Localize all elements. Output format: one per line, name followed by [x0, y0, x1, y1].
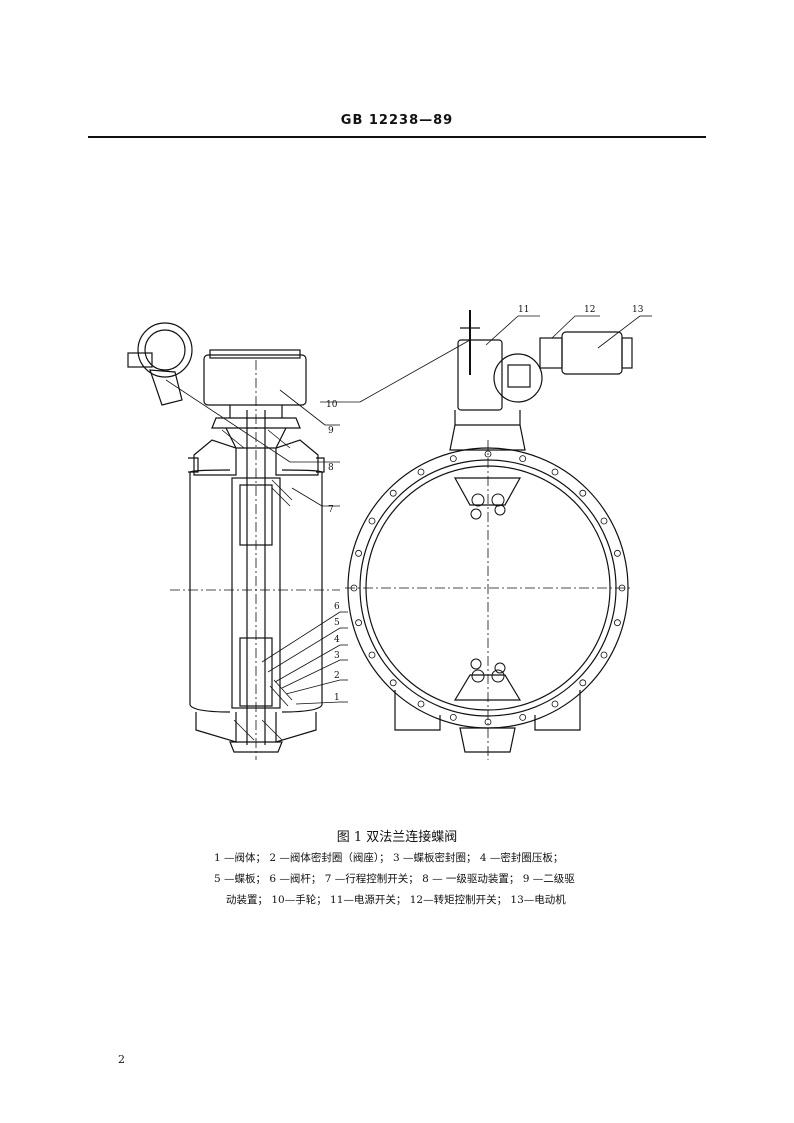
callout-9: 9 [328, 426, 334, 436]
callout-11: 11 [518, 305, 529, 315]
bolt-hole [618, 584, 626, 592]
callout-10: 10 [326, 400, 338, 410]
callout-5: 5 [334, 618, 340, 628]
bolt-hole [579, 679, 587, 687]
bolt-hole [389, 679, 397, 687]
callout-4: 4 [334, 635, 340, 645]
figure-title: 图 1 双法兰连接蝶阀 [336, 830, 458, 845]
bolt-hole [355, 549, 363, 557]
callout-3: 3 [334, 651, 340, 661]
bolt-hole [519, 455, 527, 463]
bolt-hole [484, 718, 492, 726]
front-view [345, 310, 633, 760]
bolt-hole [417, 468, 425, 476]
disc-fasteners [470, 493, 506, 683]
legend-line-1: 1 —阀体； 2 —阀体密封圈（阀座）； 3 —蝶板密封圈； 4 —密封圈压板； [214, 852, 564, 864]
header-rule [88, 136, 706, 138]
bolt-hole [449, 714, 457, 721]
callout-13: 13 [632, 305, 644, 315]
callout-12: 12 [584, 305, 595, 315]
page-number: 2 [118, 1053, 125, 1066]
bolt-hole [551, 468, 559, 476]
legend-line-3: 动装置； 10—手轮； 11—电源开关； 12—转矩控制开关； 13—电动机 [226, 894, 566, 906]
callout-6: 6 [334, 602, 340, 612]
bolt-hole [389, 489, 397, 497]
bolt-hole [579, 489, 587, 497]
bolt-hole [600, 517, 608, 525]
bolt-hole [614, 549, 621, 557]
legend-line-2: 5 —蝶板； 6 —阀杆； 7 —行程控制开关； 8 — 一级驱动装置； 9 —… [214, 873, 575, 885]
callout-labels: 9 8 7 6 5 4 3 2 1 10 11 12 13 [326, 305, 644, 703]
section-view [127, 322, 340, 760]
bolt-hole [600, 651, 608, 659]
section-leaders [165, 379, 348, 705]
callout-1: 1 [334, 693, 340, 703]
flange-bolts [350, 450, 626, 726]
front-leaders [320, 315, 652, 403]
callout-2: 2 [334, 671, 340, 681]
bolt-hole [355, 619, 363, 627]
bolt-hole [614, 619, 621, 627]
bolt-hole [551, 700, 559, 708]
bolt-hole [368, 517, 376, 525]
standard-header: GB 12238—89 [340, 113, 454, 128]
callout-8: 8 [328, 463, 334, 473]
bolt-hole [350, 584, 358, 592]
callout-7: 7 [328, 505, 334, 515]
bolt-hole [368, 651, 376, 659]
bolt-hole [519, 714, 527, 721]
bolt-hole [449, 455, 457, 463]
bolt-hole [417, 700, 425, 708]
bolt-hole [484, 450, 492, 458]
